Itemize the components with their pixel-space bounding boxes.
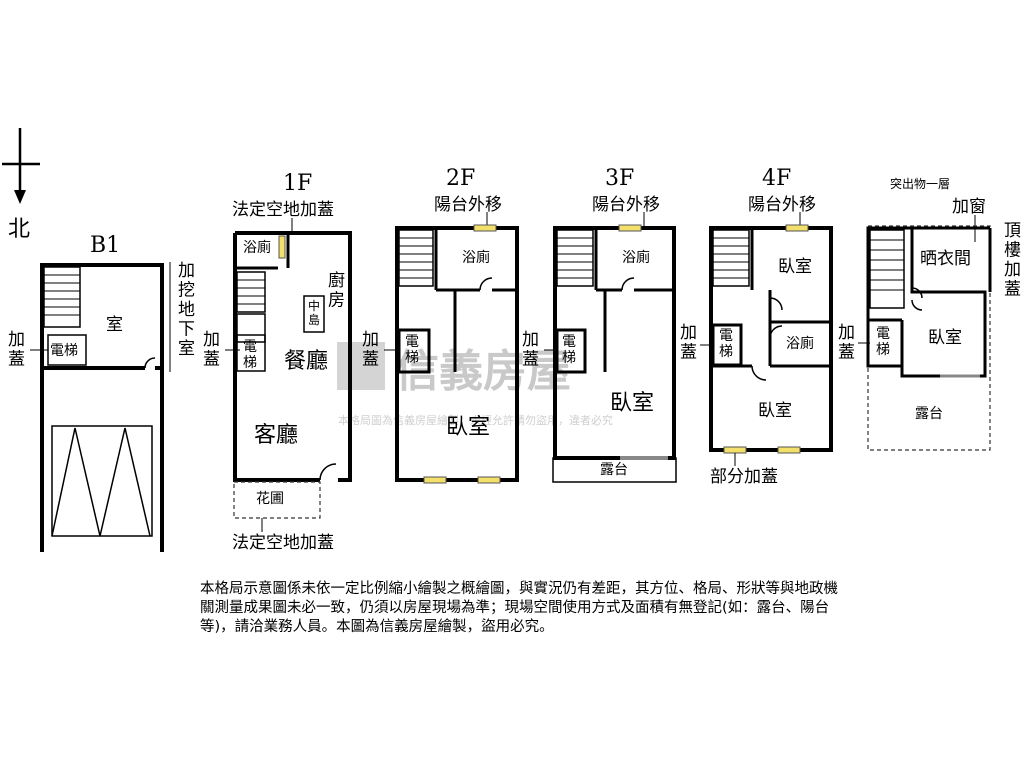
4f-stairs: [712, 229, 750, 287]
3f-elevator-label: 電梯: [562, 334, 576, 366]
north-label: 北: [8, 217, 30, 242]
roof-elevator-label: 電梯: [876, 326, 890, 358]
roof-right-note: 頂樓加蓋: [1004, 221, 1021, 300]
1f-bottom-note: 法定空地加蓋: [232, 533, 334, 553]
floor-2f: 2F 陽台外移 浴廁 電梯 臥室 加蓋: [362, 166, 519, 484]
1f-elevator: [236, 334, 266, 372]
1f-living-label: 客廳: [254, 423, 298, 448]
2f-title: 2F: [446, 166, 475, 191]
b1-elevator-label: 電梯: [50, 343, 78, 359]
2f-elevator-label: 電梯: [405, 334, 419, 366]
2f-left-note: 加蓋: [362, 330, 379, 370]
roof-window-note: 加窗: [952, 197, 986, 217]
2f-elevator: [397, 328, 431, 374]
b1-stairs: [43, 266, 81, 328]
1f-top-note: 法定空地加蓋: [232, 200, 334, 220]
3f-title: 3F: [605, 166, 634, 191]
b1-left-note: 加蓋: [8, 330, 25, 370]
north-arrow-icon: [2, 128, 40, 204]
roof-bedroom-label: 臥室: [928, 328, 962, 348]
roof-top-note: 突出物一層: [890, 176, 950, 191]
3f-bedroom-label: 臥室: [610, 391, 654, 416]
floor-roof: 突出物一層 加窗 頂樓加蓋 晒衣間 電梯 臥室 露台 加蓋: [838, 176, 1021, 451]
1f-island-label: 中島: [308, 298, 320, 327]
watermark-logo-icon: [337, 342, 385, 390]
1f-elevator-label: 電梯: [243, 339, 257, 371]
b1-room-label: 室: [106, 315, 123, 335]
4f-elevator-label: 電梯: [719, 328, 733, 360]
disclaimer-text: 本格局示意圖係未依一定比例縮小繪製之概繪圖，與實況仍有差距，其方位、格局、形狀等…: [200, 581, 838, 635]
watermark: 信義房屋 本格局圖為信義房屋繪製，未經允許請勿盜用，違者必究: [337, 342, 613, 427]
4f-title: 4F: [762, 166, 791, 191]
4f-top-note: 陽台外移: [748, 195, 816, 215]
3f-terrace-label: 露台: [600, 462, 628, 478]
1f-garden-label: 花圃: [256, 491, 284, 507]
watermark-notice: 本格局圖為信義房屋繪製，未經允許請勿盜用，違者必究: [338, 413, 613, 427]
3f-top-note: 陽台外移: [592, 195, 660, 215]
4f-bedroom-bottom-label: 臥室: [758, 401, 792, 421]
1f-garden: [233, 481, 321, 519]
4f-bedroom-top-label: 臥室: [778, 257, 812, 277]
4f-left-note: 加蓋: [680, 323, 697, 363]
3f-terrace: [552, 457, 677, 483]
2f-top-note: 陽台外移: [434, 195, 502, 215]
floor-3f: 3F 陽台外移 露台 浴廁 電梯 臥室 加蓋: [522, 166, 677, 483]
1f-title: 1F: [283, 171, 312, 196]
1f-kitchen-label: 廚房: [328, 270, 345, 311]
4f-bath-label: 浴廁: [786, 335, 814, 352]
2f-stairs: [398, 229, 434, 287]
1f-bath-label: 浴廁: [243, 239, 271, 256]
floor-1f: 1F 法定空地加蓋 浴廁 電梯 廚房 中島 餐廳 客廳 花圃 法定空地加蓋 加蓋: [203, 171, 352, 553]
2f-bath-label: 浴廁: [462, 249, 490, 266]
roof-left-note: 加蓋: [838, 323, 855, 363]
roof-terrace-label: 露台: [915, 406, 943, 422]
floor-b1: B1 電梯 室 加蓋 加挖地下室: [8, 233, 195, 552]
roof-stairs: [869, 229, 905, 309]
1f-left-note: 加蓋: [203, 330, 220, 370]
3f-bath-label: 浴廁: [622, 249, 650, 266]
4f-bottom-note: 部分加蓋: [710, 467, 778, 487]
roof-laundry-label: 晒衣間: [920, 249, 971, 269]
b1-parking: [51, 425, 153, 537]
b1-right-note: 加挖地下室: [178, 261, 195, 359]
3f-left-note: 加蓋: [522, 330, 539, 370]
1f-dining-label: 餐廳: [284, 349, 328, 374]
3f-stairs: [556, 229, 594, 287]
b1-title: B1: [90, 233, 120, 258]
roof-addition-outline: [867, 225, 991, 451]
1f-stairs: [236, 271, 266, 313]
1f-island: [303, 295, 325, 333]
floor-4f: 4F 陽台外移 臥室 電梯 浴廁 臥室 部分加蓋 加蓋: [680, 166, 833, 487]
3f-elevator: [555, 328, 587, 374]
2f-bedroom-label: 臥室: [446, 415, 490, 440]
